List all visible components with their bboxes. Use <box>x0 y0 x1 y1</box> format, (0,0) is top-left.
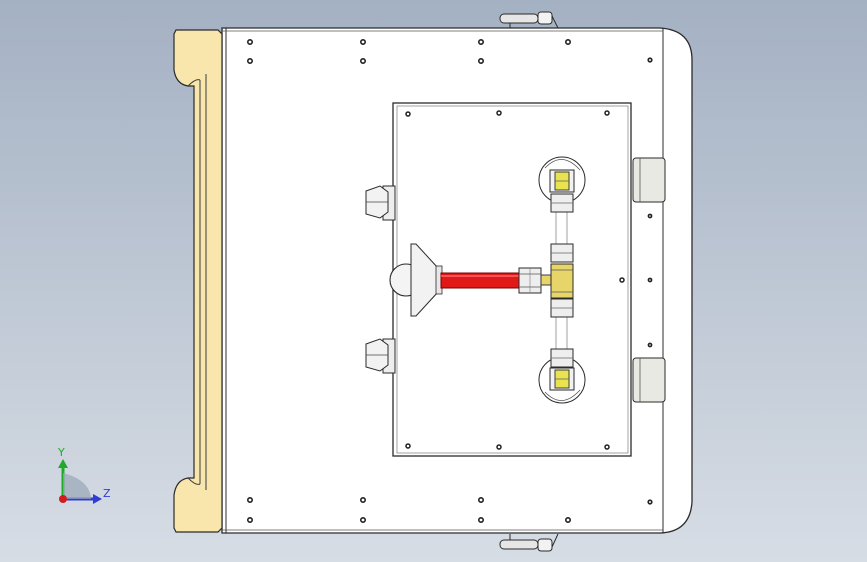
lower-nozzle[interactable] <box>538 348 586 404</box>
right-connector-lower[interactable] <box>632 357 666 403</box>
inlet-funnel[interactable] <box>389 243 443 317</box>
triad-z-label: Z <box>103 487 111 500</box>
upper-bolt[interactable] <box>365 185 396 221</box>
tee-upper-nut[interactable] <box>550 243 574 263</box>
tee-lower-nut[interactable] <box>550 298 574 318</box>
coordinate-triad: Y Z <box>57 446 111 504</box>
right-connector-upper[interactable] <box>632 157 666 203</box>
red-tube[interactable] <box>440 272 522 289</box>
vertical-tubes <box>555 212 568 349</box>
base-plate-holes <box>247 38 653 523</box>
lower-bolt[interactable] <box>365 338 396 374</box>
handle-bar[interactable] <box>173 29 223 533</box>
bottom-latch[interactable] <box>499 533 559 552</box>
triad-y-label: Y <box>57 446 65 459</box>
top-latch[interactable] <box>499 11 559 29</box>
upper-nozzle[interactable] <box>538 156 586 213</box>
tee-fitting[interactable] <box>540 263 574 299</box>
tube-fitting-nut[interactable] <box>518 267 542 294</box>
inner-plate-holes <box>405 110 625 450</box>
